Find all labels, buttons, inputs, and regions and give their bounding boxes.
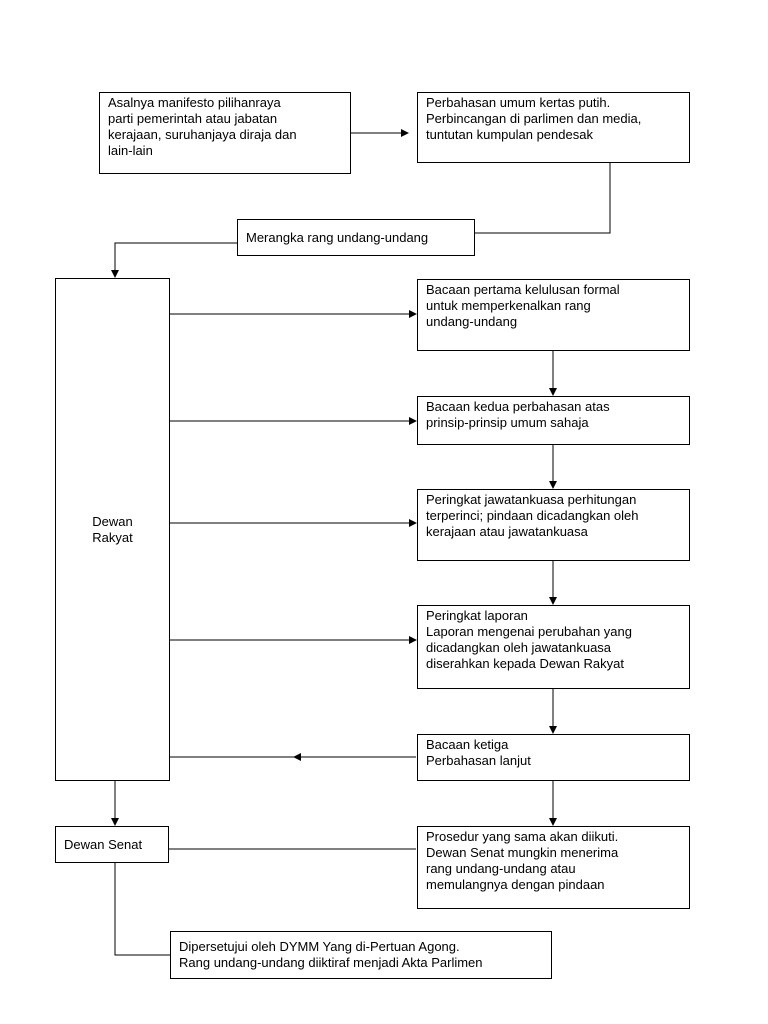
node-report-stage: Peringkat laporan Laporan mengenai perub… (417, 605, 690, 689)
node-committee-stage-line: kerajaan atau jawatankuasa (426, 524, 588, 539)
node-drafting: Merangka rang undang-undang (237, 219, 475, 256)
arrowhead-to-second-reading (409, 417, 417, 425)
node-dewan-rakyat-line: Rakyat (92, 529, 133, 545)
node-white-paper: Perbahasan umum kertas putih. Perbincang… (417, 92, 690, 163)
node-report-stage-line: diserahkan kepada Dewan Rakyat (426, 656, 625, 671)
node-royal-assent-line: Dipersetujui oleh DYMM Yang di-Pertuan A… (179, 939, 460, 954)
node-first-reading-line: untuk memperkenalkan rang (426, 298, 591, 313)
node-committee-stage-line: Peringkat jawatankuasa perhitungan (426, 492, 637, 507)
node-origin-line: Asalnya manifesto pilihanraya (108, 95, 281, 110)
node-origin: Asalnya manifesto pilihanraya parti peme… (99, 92, 351, 174)
node-origin-line: parti pemerintah atau jabatan (108, 111, 278, 126)
node-senate-procedure: Prosedur yang sama akan diikuti. Dewan S… (417, 826, 690, 909)
node-white-paper-line: Perbahasan umum kertas putih. (426, 95, 611, 110)
node-second-reading: Bacaan kedua perbahasan atas prinsip-pri… (417, 396, 690, 445)
node-second-reading-line: Bacaan kedua perbahasan atas (426, 399, 610, 414)
connector-drafting-to-dewan-rakyat (114, 242, 237, 270)
node-second-reading-line: prinsip-prinsip umum sahaja (426, 415, 589, 430)
node-senate-procedure-line: Dewan Senat mungkin menerima (426, 845, 619, 860)
node-report-stage-line: dicadangkan oleh jawatankuasa (426, 640, 612, 655)
node-first-reading-line: Bacaan pertama kelulusan formal (426, 282, 620, 297)
node-senate-procedure-line: Prosedur yang sama akan diikuti. (426, 829, 619, 844)
node-third-reading-line: Bacaan ketiga (426, 737, 509, 752)
node-drafting-line: Merangka rang undang-undang (246, 229, 429, 245)
node-senate-procedure-line: rang undang-undang atau (426, 861, 576, 876)
arrowhead-rakyat-to-senat (111, 818, 119, 826)
node-dewan-senat-line: Dewan Senat (64, 836, 143, 852)
node-committee-stage-line: terperinci; pindaan dicadangkan oleh (426, 508, 639, 523)
node-first-reading: Bacaan pertama kelulusan formal untuk me… (417, 279, 690, 351)
arrowhead-third-to-senate-procedure (549, 818, 557, 826)
node-senate-procedure-line: memulangnya dengan pindaan (426, 877, 605, 892)
connector-senat-to-assent (114, 862, 170, 956)
node-dewan-senat: Dewan Senat (55, 826, 169, 863)
node-report-stage-line: Peringkat laporan (426, 608, 528, 623)
arrowhead-committee-to-report (549, 597, 557, 605)
node-royal-assent-line: Rang undang-undang diiktiraf menjadi Akt… (179, 955, 483, 970)
node-report-stage-line: Laporan mengenai perubahan yang (426, 624, 633, 639)
node-dewan-rakyat: Dewan Rakyat (55, 278, 170, 781)
arrowhead-to-white-paper (401, 129, 409, 137)
arrowhead-first-to-second (549, 388, 557, 396)
node-dewan-rakyat-line: Dewan (92, 513, 133, 529)
arrowhead-second-to-committee (549, 481, 557, 489)
arrowhead-to-dewan-rakyat (111, 270, 119, 278)
node-first-reading-line: undang-undang (426, 314, 518, 329)
arrowhead-third-to-rakyat (293, 753, 301, 761)
arrowhead-to-report (409, 636, 417, 644)
node-committee-stage: Peringkat jawatankuasa perhitungan terpe… (417, 489, 690, 561)
node-origin-line: kerajaan, suruhanjaya diraja dan (108, 127, 297, 142)
node-royal-assent: Dipersetujui oleh DYMM Yang di-Pertuan A… (170, 931, 552, 979)
node-white-paper-line: tuntutan kumpulan pendesak (426, 127, 593, 142)
arrowhead-to-first-reading (409, 310, 417, 318)
arrowhead-to-committee (409, 519, 417, 527)
node-origin-line: lain-lain (108, 143, 153, 158)
connector-white-paper-to-drafting (475, 162, 611, 234)
node-third-reading: Bacaan ketiga Perbahasan lanjut (417, 734, 690, 781)
node-third-reading-line: Perbahasan lanjut (426, 753, 531, 768)
node-white-paper-line: Perbincangan di parlimen dan media, (426, 111, 642, 126)
arrowhead-report-to-third (549, 726, 557, 734)
